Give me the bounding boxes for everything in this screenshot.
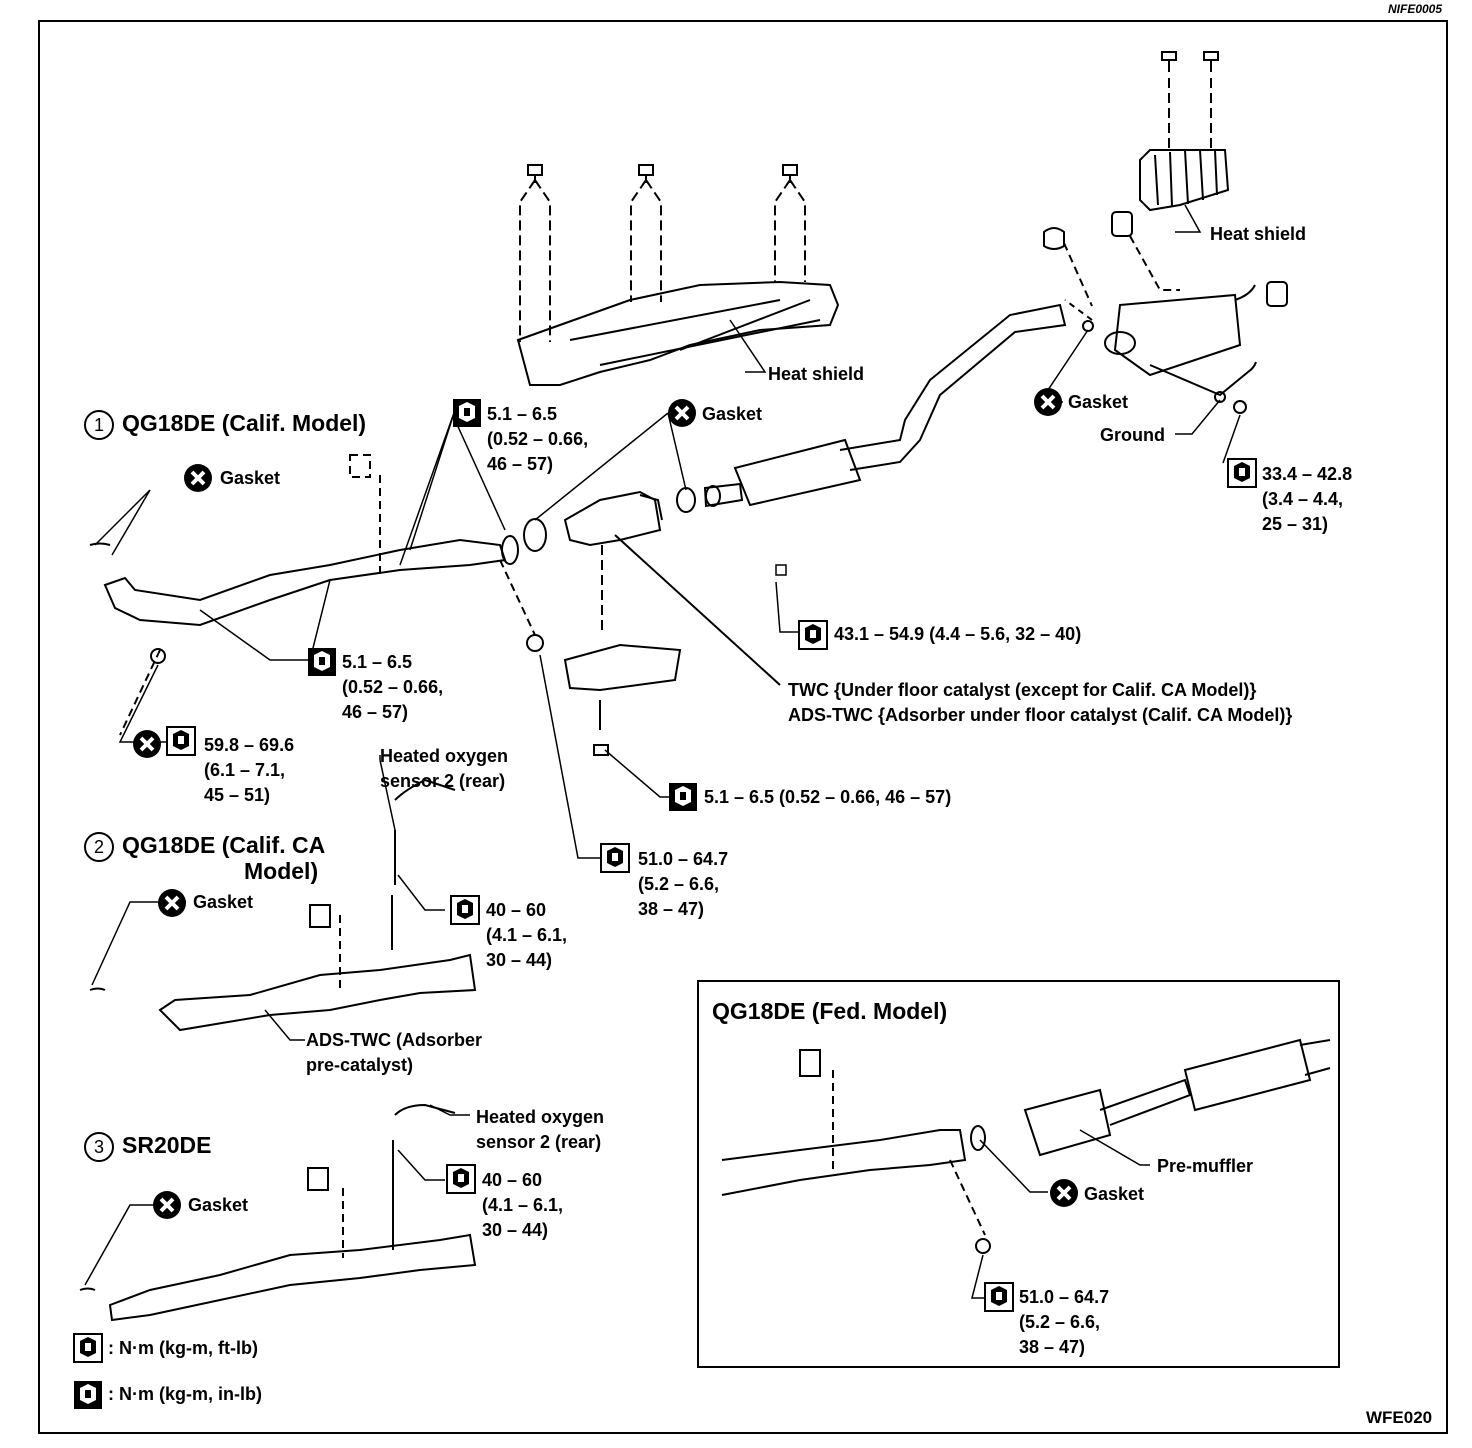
center-pipe-rear (839, 299, 1094, 471)
front-tube-calif-ca (89, 778, 477, 1032)
rubber-mounts-rear (1043, 211, 1288, 307)
torque-ftlb-icon (166, 726, 196, 756)
doc-code: NIFE0005 (1388, 2, 1443, 16)
main-muffler (1104, 284, 1256, 377)
do-not-reuse-icon (1049, 1178, 1079, 1208)
twc-label: TWC {Under floor catalyst (except for Ca… (788, 680, 1293, 725)
figure-frame (38, 20, 1448, 1434)
torque-ftlb-icon (600, 843, 630, 873)
legend-ftlb-icon (73, 1333, 103, 1363)
torque-inlb-icon (307, 647, 337, 677)
figure-code: WFE020 (1366, 1408, 1433, 1427)
torque-s2-sensor: 40 – 60(4.1 – 6.1,30 – 44) (486, 900, 568, 970)
torque-inlb-icon (452, 398, 482, 428)
torque-ftlb-icon (1227, 458, 1257, 488)
torque-shield-bolt: 5.1 – 6.5 (0.52 – 0.66, 46 – 57) (704, 787, 952, 807)
center-muffler (703, 438, 862, 508)
section-2-title-line2: Model) (244, 858, 319, 884)
torque-s1-nut: 59.8 – 69.6(6.1 – 7.1,45 – 51) (204, 735, 295, 805)
center-heat-shield (516, 164, 840, 386)
front-tube-sr20de (79, 1103, 477, 1322)
fed-model-inset-box (697, 980, 1340, 1368)
fed-model-title: QG18DE (Fed. Model) (712, 998, 948, 1024)
underfloor-catalyst (523, 487, 781, 756)
gasket-label-fed: Gasket (1084, 1184, 1145, 1204)
do-not-reuse-icon (157, 888, 187, 918)
gasket-label-center: Gasket (702, 404, 763, 424)
torque-ftlb-icon (450, 895, 480, 925)
gasket-label-s2: Gasket (193, 892, 254, 912)
do-not-reuse-icon (183, 463, 213, 493)
gasket-label-s3: Gasket (188, 1195, 249, 1215)
torque-s1-bracket: 5.1 – 6.5(0.52 – 0.66,46 – 57) (342, 652, 444, 722)
torque-front-tube-bracket: 5.1 – 6.5(0.52 – 0.66,46 – 57) (487, 404, 589, 474)
torque-fed-nut: 51.0 – 64.7(5.2 – 6.6,38 – 47) (1019, 1287, 1110, 1357)
legend-inlb-text: : N·m (kg-m, in-lb) (108, 1384, 262, 1404)
torque-ftlb-icon (446, 1164, 476, 1194)
torque-muffler-mount: 33.4 – 42.8(3.4 – 4.4,25 – 31) (1262, 464, 1353, 534)
legend-inlb-icon (73, 1380, 103, 1410)
heat-shield-label-top: Heat shield (1210, 224, 1307, 244)
ground-label: Ground (1100, 425, 1165, 445)
do-not-reuse-icon (667, 398, 697, 428)
do-not-reuse-icon (132, 729, 162, 759)
torque-center-nut: 51.0 – 64.7(5.2 – 6.6,38 – 47) (638, 849, 729, 919)
torque-ftlb-icon (798, 620, 828, 650)
fed-front-tube-and-premuffler (721, 1038, 1331, 1254)
gasket-label-rear: Gasket (1068, 392, 1129, 412)
muffler-heat-shield (1139, 149, 1230, 212)
do-not-reuse-icon (1033, 387, 1063, 417)
torque-inlb-icon (668, 782, 698, 812)
torque-s3-sensor: 40 – 60(4.1 – 6.1,30 – 44) (482, 1170, 564, 1240)
heat-shield-label-center: Heat shield (768, 364, 865, 384)
torque-flange-bolt: 43.1 – 54.9 (4.4 – 5.6, 32 – 40) (834, 624, 1082, 644)
gasket-label-s1: Gasket (220, 468, 281, 488)
legend-ftlb-text: : N·m (kg-m, ft-lb) (108, 1338, 258, 1358)
front-tube-calif (89, 454, 544, 736)
do-not-reuse-icon (152, 1190, 182, 1220)
pre-muffler-label: Pre-muffler (1157, 1156, 1254, 1176)
ground-wire (1149, 361, 1257, 414)
shield-bolts-top-right (1161, 51, 1219, 153)
torque-ftlb-icon (984, 1282, 1014, 1312)
